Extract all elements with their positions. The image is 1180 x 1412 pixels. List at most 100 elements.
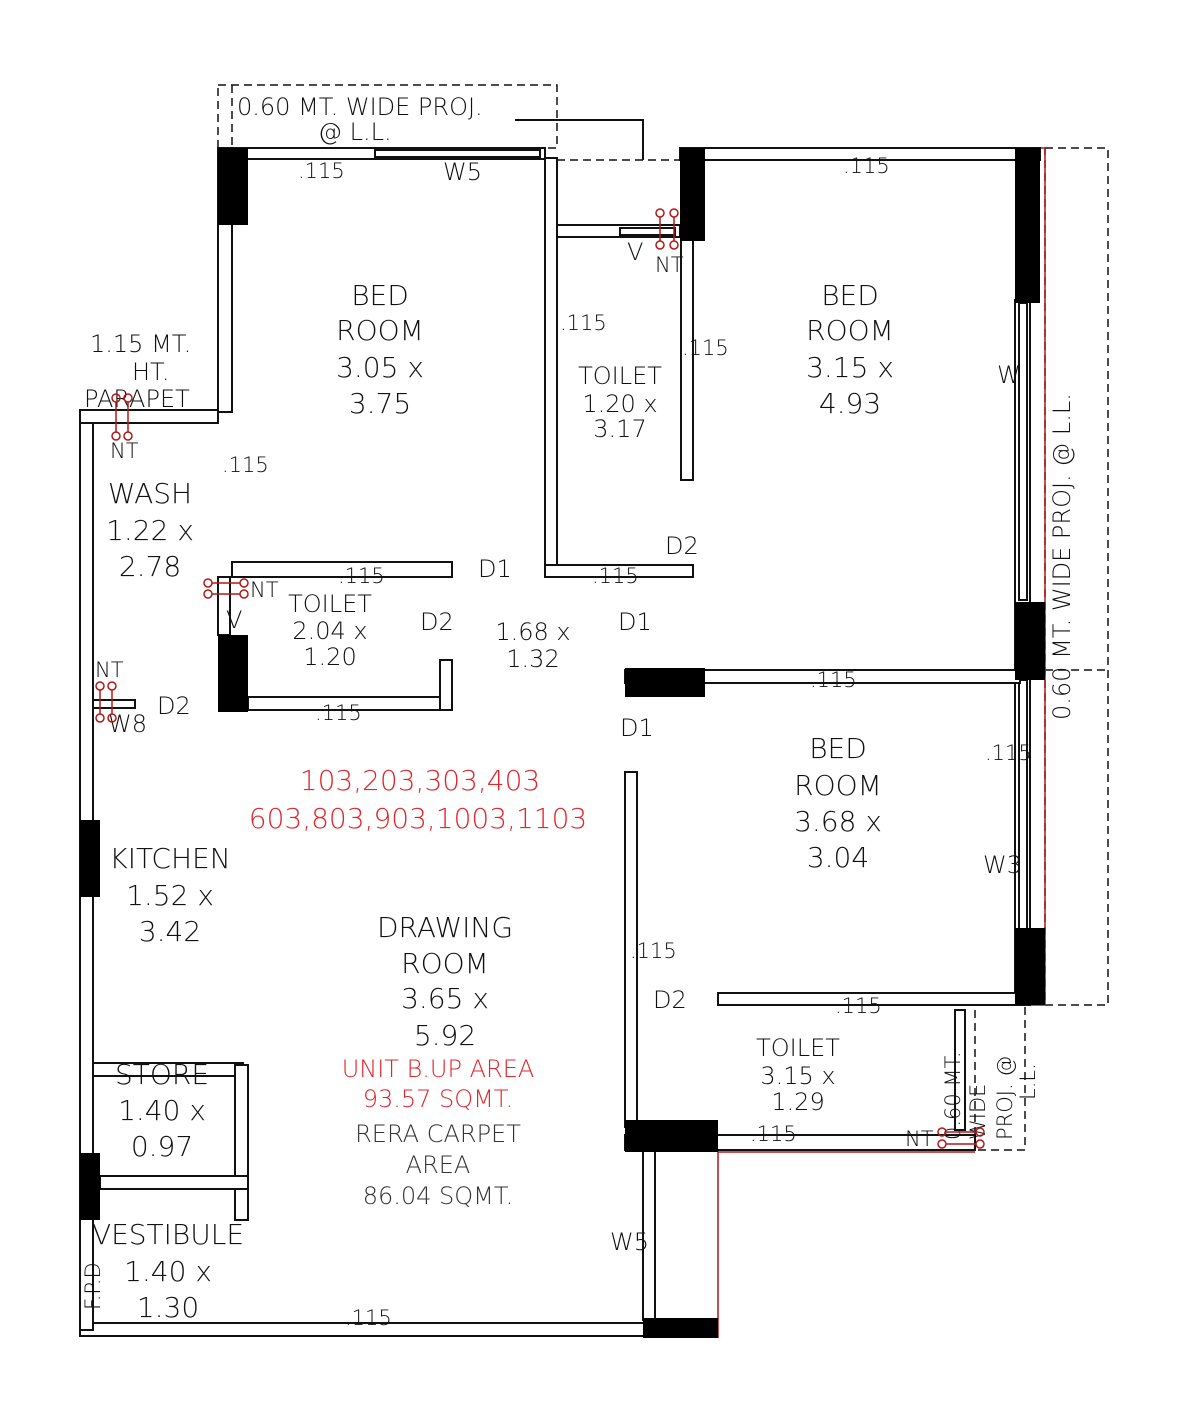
kitchen-label: KITCHEN <box>109 842 230 875</box>
svg-text:W5: W5 <box>443 158 482 186</box>
built-up-area-value: 93.57 SQMT. <box>363 1085 514 1113</box>
svg-text:.115: .115 <box>750 1122 797 1146</box>
svg-text:.115: .115 <box>985 741 1032 765</box>
passage-size: 1.32 <box>506 645 559 673</box>
built-up-area-label: UNIT B.UP AREA <box>342 1055 535 1083</box>
parapet-label: HT. <box>132 358 170 386</box>
plumbing-symbols <box>95 208 985 1149</box>
window-w3 <box>1018 679 1028 931</box>
svg-text:F.P.D: F.P.D <box>81 1262 105 1310</box>
bed3-label: ROOM <box>794 769 882 802</box>
bed2-label: ROOM <box>806 314 894 347</box>
bed2-size: 3.15 x <box>806 351 894 384</box>
svg-text:.115: .115 <box>560 311 607 335</box>
drawing-label: ROOM <box>401 947 489 980</box>
drawing-label: DRAWING <box>377 911 513 944</box>
svg-text:.115: .115 <box>592 564 639 588</box>
parapet-label: 1.15 MT. <box>90 330 191 358</box>
store-size: 1.40 x <box>118 1094 206 1127</box>
store-label: STORE <box>115 1058 209 1091</box>
svg-text:V: V <box>627 238 643 266</box>
svg-text:W: W <box>997 361 1021 389</box>
bed3-label: BED <box>809 732 867 765</box>
wash-size: 1.22 x <box>106 514 194 547</box>
vestibule-label: VESTIBULE <box>92 1218 244 1251</box>
bottom-projection-label: WIDE <box>966 1084 990 1140</box>
parapet-label: PARAPET <box>84 385 190 413</box>
svg-text:.115: .115 <box>315 701 362 725</box>
toilet2-size: 1.20 <box>303 643 356 671</box>
window-w <box>1018 302 1028 601</box>
svg-text:W5: W5 <box>610 1228 649 1256</box>
svg-text:.115: .115 <box>338 564 385 588</box>
svg-text:W3: W3 <box>983 851 1022 879</box>
svg-text:.115: .115 <box>682 336 729 360</box>
kitchen-size: 3.42 <box>139 915 201 948</box>
svg-text:D1: D1 <box>478 555 512 583</box>
svg-text:D1: D1 <box>620 714 654 742</box>
svg-text:.115: .115 <box>835 994 882 1018</box>
toilet1-label: TOILET <box>578 362 662 390</box>
top-projection-label: 0.60 MT. WIDE PROJ. <box>237 93 483 121</box>
bed1-size: 3.75 <box>349 387 411 420</box>
toilet3-label: TOILET <box>756 1034 840 1062</box>
store-size: 0.97 <box>131 1130 193 1163</box>
passage-size: 1.68 x <box>495 618 570 646</box>
bed2-label: BED <box>821 279 879 312</box>
top-projection-outline <box>217 84 558 149</box>
leader-line <box>515 119 644 160</box>
annotations: .115 .115 .115 .115 .115 .115 .115 .115 … <box>81 154 1032 1330</box>
drawing-size: 5.92 <box>414 1019 476 1052</box>
svg-text:NT: NT <box>95 658 124 682</box>
carpet-area-label: RERA CARPET <box>355 1120 521 1148</box>
svg-text:D2: D2 <box>653 986 687 1014</box>
svg-text:NT: NT <box>655 253 684 277</box>
kitchen-size: 1.52 x <box>126 879 214 912</box>
bottom-projection-label: 0.60 MT. <box>941 1051 965 1140</box>
svg-text:V: V <box>226 606 242 634</box>
bed1-label: ROOM <box>336 314 424 347</box>
bed1-size: 3.05 x <box>336 351 424 384</box>
drawing-size: 3.65 x <box>401 982 489 1015</box>
toilet1-size: 1.20 x <box>582 390 657 418</box>
svg-text:D1: D1 <box>618 608 652 636</box>
toilet3-size: 3.15 x <box>760 1062 835 1090</box>
top-projection-label: @ L.L. <box>318 118 392 146</box>
carpet-area-label: AREA <box>406 1151 471 1179</box>
bottom-projection-outline <box>974 1004 1026 1151</box>
bed3-size: 3.68 x <box>794 805 882 838</box>
svg-text:.115: .115 <box>345 1306 392 1330</box>
svg-text:NT: NT <box>905 1127 934 1151</box>
bottom-projection-label: PROJ. @ <box>993 1056 1017 1140</box>
svg-text:.115: .115 <box>298 159 345 183</box>
svg-text:.115: .115 <box>810 668 857 692</box>
window-w8 <box>92 699 136 709</box>
bed3-size: 3.04 <box>807 841 869 874</box>
svg-text:NT: NT <box>110 439 139 463</box>
columns <box>80 148 1045 1338</box>
toilet2-label: TOILET <box>288 590 372 618</box>
toilet1-size: 3.17 <box>593 415 646 443</box>
svg-text:NT: NT <box>250 578 279 602</box>
toilet3-size: 1.29 <box>771 1088 824 1116</box>
svg-text:.115: .115 <box>843 154 890 178</box>
vestibule-size: 1.40 x <box>124 1255 212 1288</box>
wash-size: 2.78 <box>119 550 181 583</box>
svg-text:.115: .115 <box>630 939 677 963</box>
bottom-projection-label: L.L. <box>1016 1063 1040 1100</box>
svg-text:D2: D2 <box>420 608 454 636</box>
carpet-area-value: 86.04 SQMT. <box>363 1182 514 1210</box>
svg-text:D2: D2 <box>157 692 191 720</box>
room-labels: BED ROOM 3.05 x 3.75 TOILET 1.20 x 3.17 … <box>92 279 894 1324</box>
bed1-label: BED <box>351 279 409 312</box>
toilet2-size: 2.04 x <box>292 617 367 645</box>
bed2-size: 4.93 <box>819 387 881 420</box>
unit-numbers: 603,803,903,1003,1103 <box>249 802 587 835</box>
svg-text:D2: D2 <box>665 532 699 560</box>
wash-label: WASH <box>108 477 192 510</box>
unit-numbers: 103,203,303,403 <box>300 764 540 797</box>
right-projection-label: 0.60 MT. WIDE PROJ. @ L.L. <box>1048 393 1076 720</box>
svg-text:.115: .115 <box>222 453 269 477</box>
ventilator <box>619 227 676 236</box>
